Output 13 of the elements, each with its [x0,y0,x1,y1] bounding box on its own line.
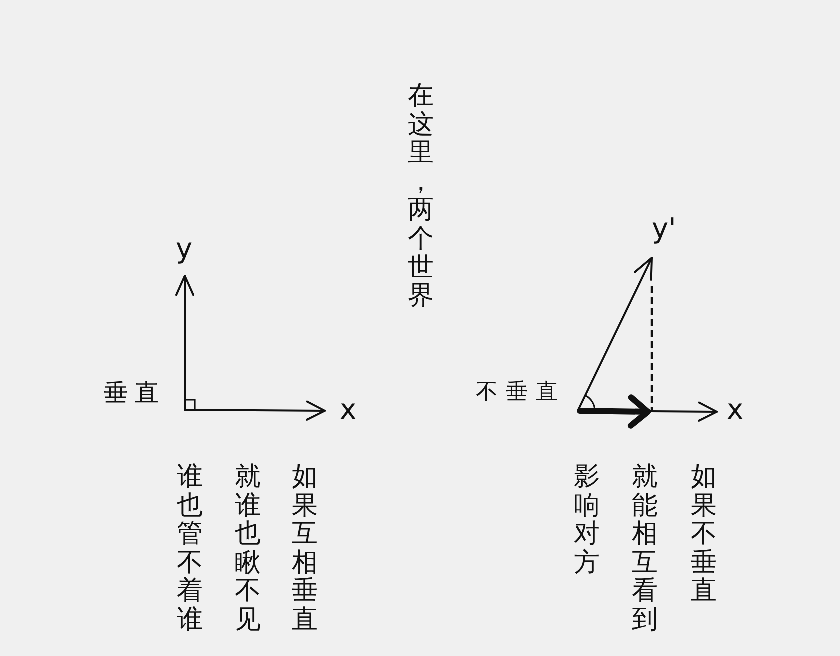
vertical-caption: 在这里，两个世界 [408,82,434,311]
vertical-text: 谁也管不着谁 [177,463,203,635]
vertical-text: 如果互相垂直 [292,463,318,635]
vertical-text: 如果不垂直 [691,463,717,606]
axis-label: x [727,395,744,426]
vertical-text: 影响对方 [574,463,600,578]
axis-label: y [176,234,193,265]
axis-label: y' [652,214,676,245]
vertical-text: 就谁也瞅不见 [235,463,261,635]
axis-label: x [340,395,357,426]
angle-label: 垂直 [104,380,166,406]
angle-label: 不垂直 [476,381,566,406]
vertical-text: 就能相互看到 [632,463,658,635]
